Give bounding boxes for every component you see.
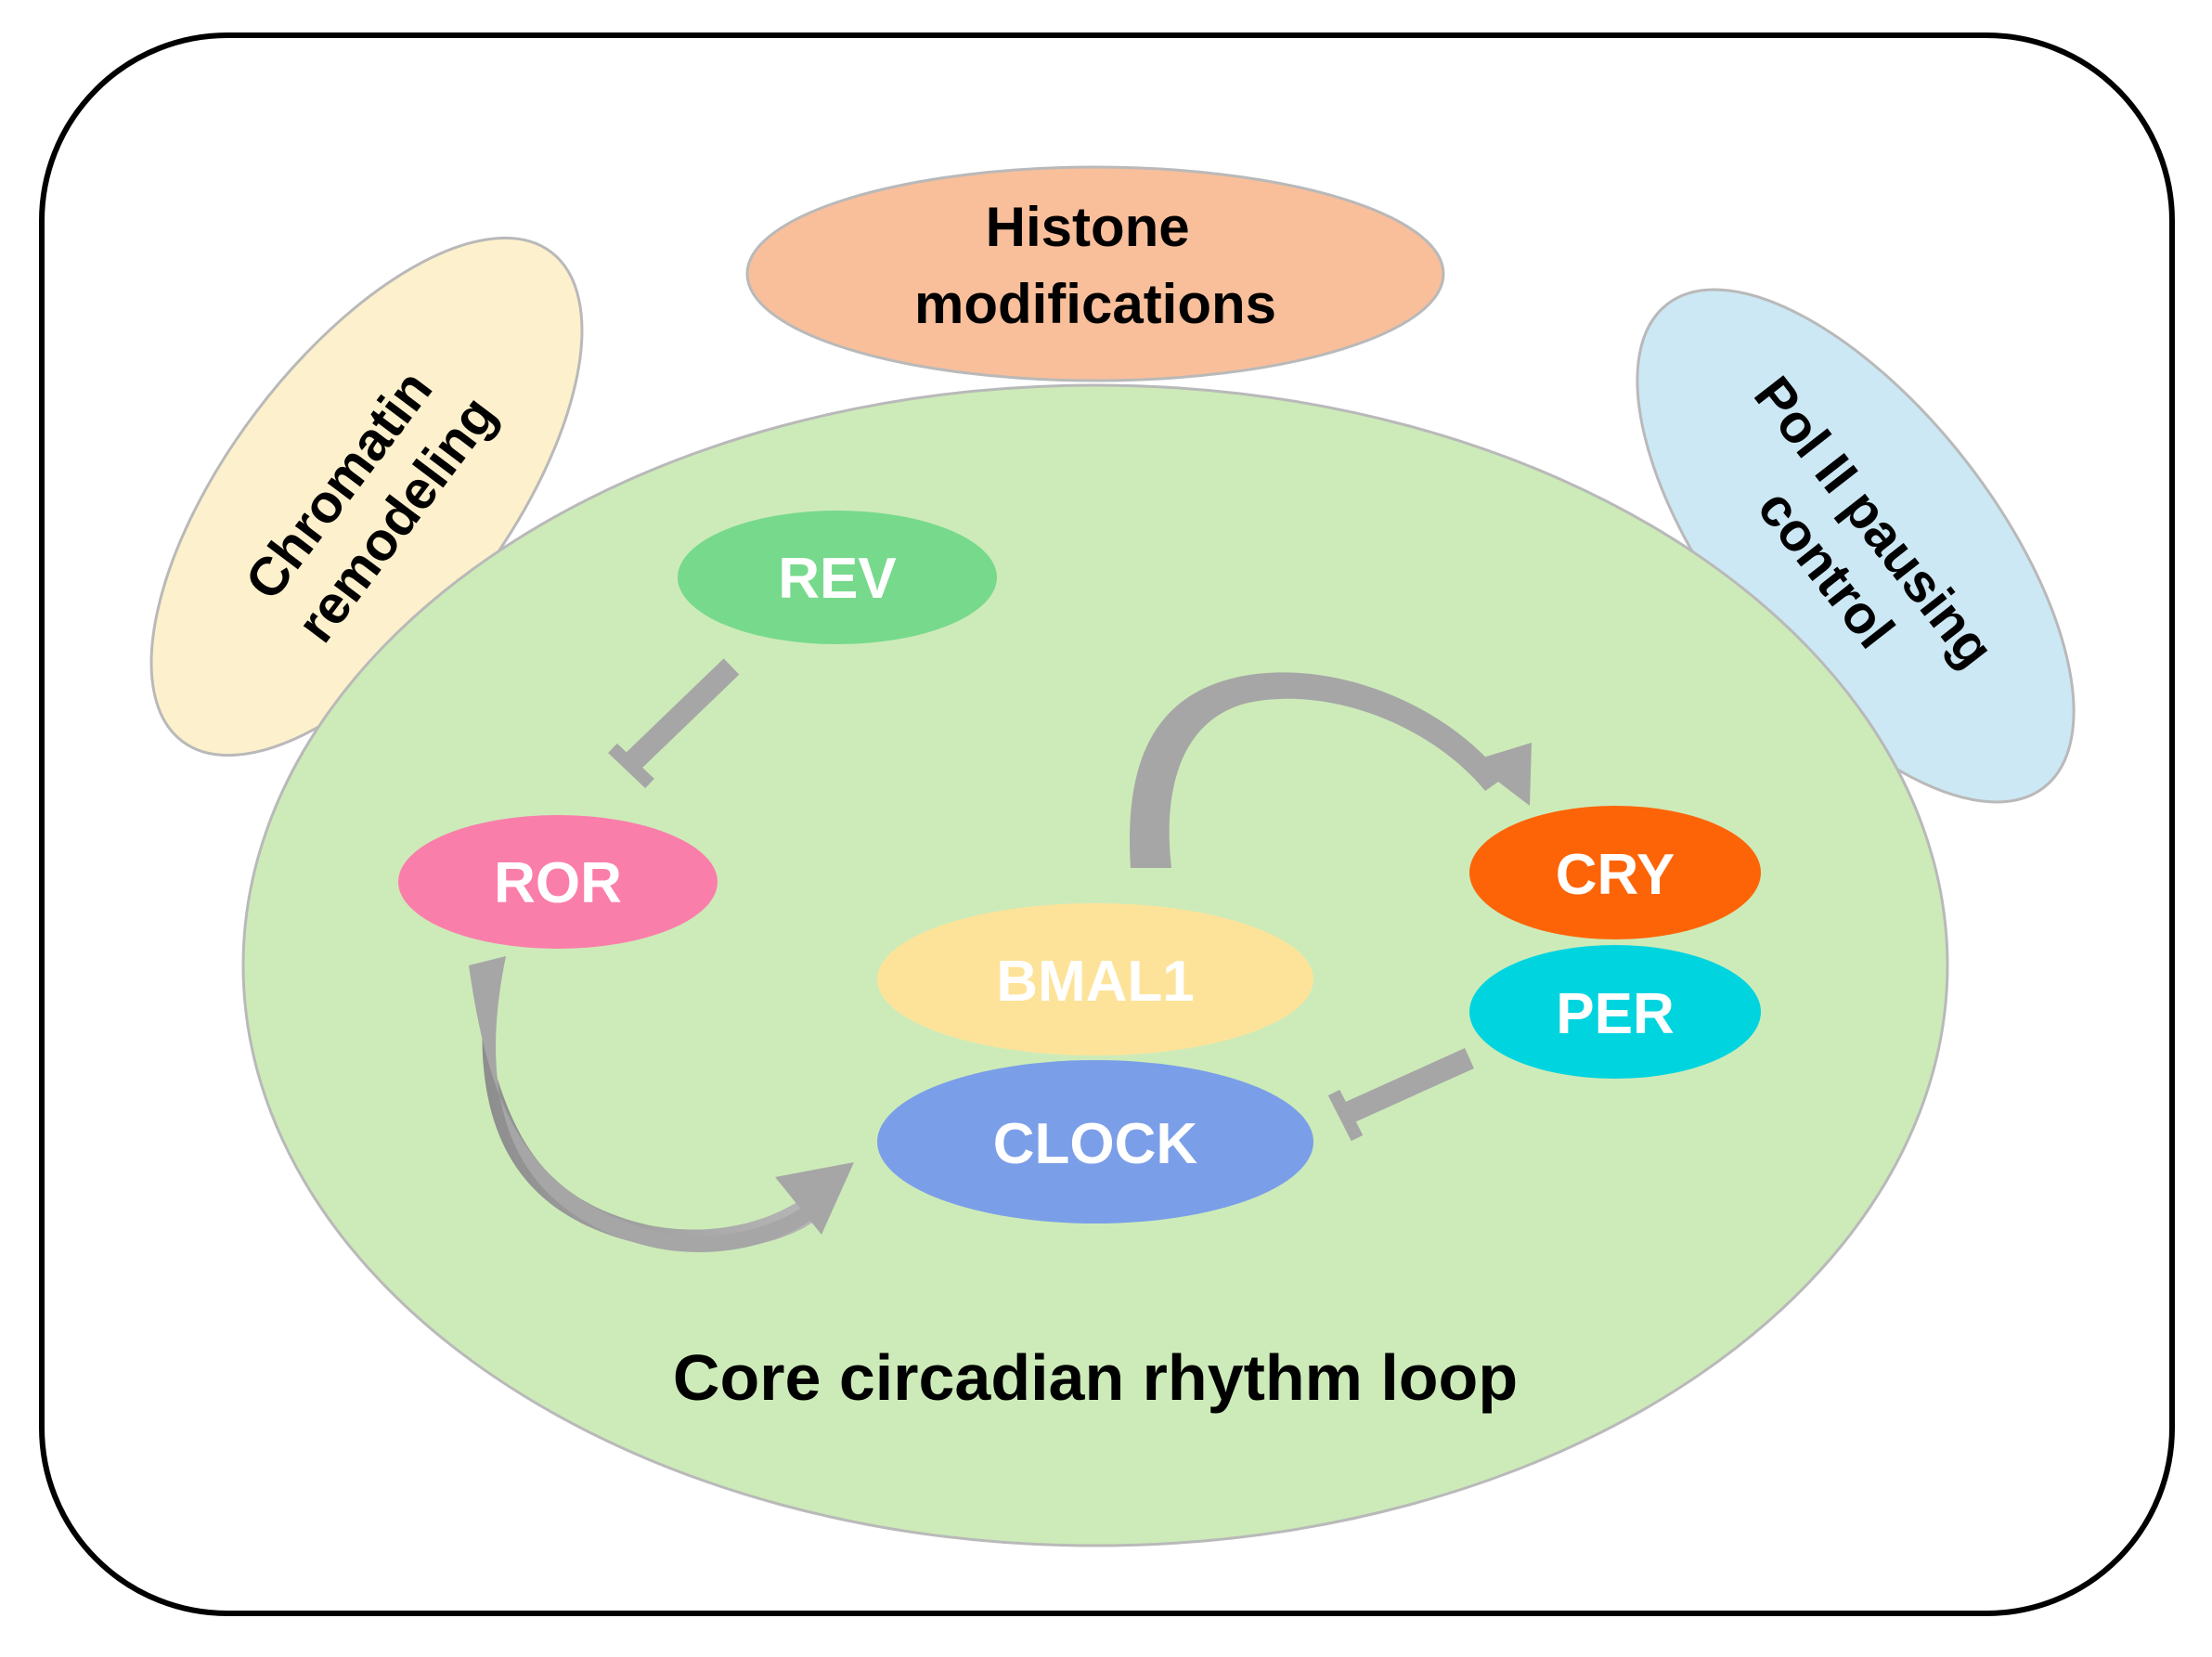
bmal1-label: BMAL1 bbox=[996, 950, 1195, 1014]
core-loop-title: Core circadian rhythm loop bbox=[673, 1341, 1518, 1414]
ror-activates-clock-arrow bbox=[469, 956, 854, 1252]
rev-inhibits-ror-arrow bbox=[608, 658, 740, 789]
ror-label: ROR bbox=[494, 851, 622, 915]
cry-node bbox=[1469, 806, 1761, 939]
bmal1-activates-cry-arrow bbox=[1130, 672, 1532, 868]
per-inhibits-clock-arrow bbox=[1327, 1048, 1474, 1142]
clock-label: CLOCK bbox=[993, 1112, 1198, 1176]
clock-node bbox=[877, 1060, 1313, 1223]
per-node bbox=[1469, 945, 1761, 1079]
histone-modifications-ellipse bbox=[745, 165, 1445, 382]
rev-label: REV bbox=[778, 547, 896, 611]
ror-node bbox=[398, 815, 718, 949]
cry-label: CRY bbox=[1556, 843, 1675, 907]
histone-label: Histone modifications bbox=[914, 196, 1276, 335]
per-label: PER bbox=[1556, 982, 1674, 1046]
bmal1-node bbox=[877, 903, 1313, 1055]
rev-node bbox=[678, 511, 997, 644]
